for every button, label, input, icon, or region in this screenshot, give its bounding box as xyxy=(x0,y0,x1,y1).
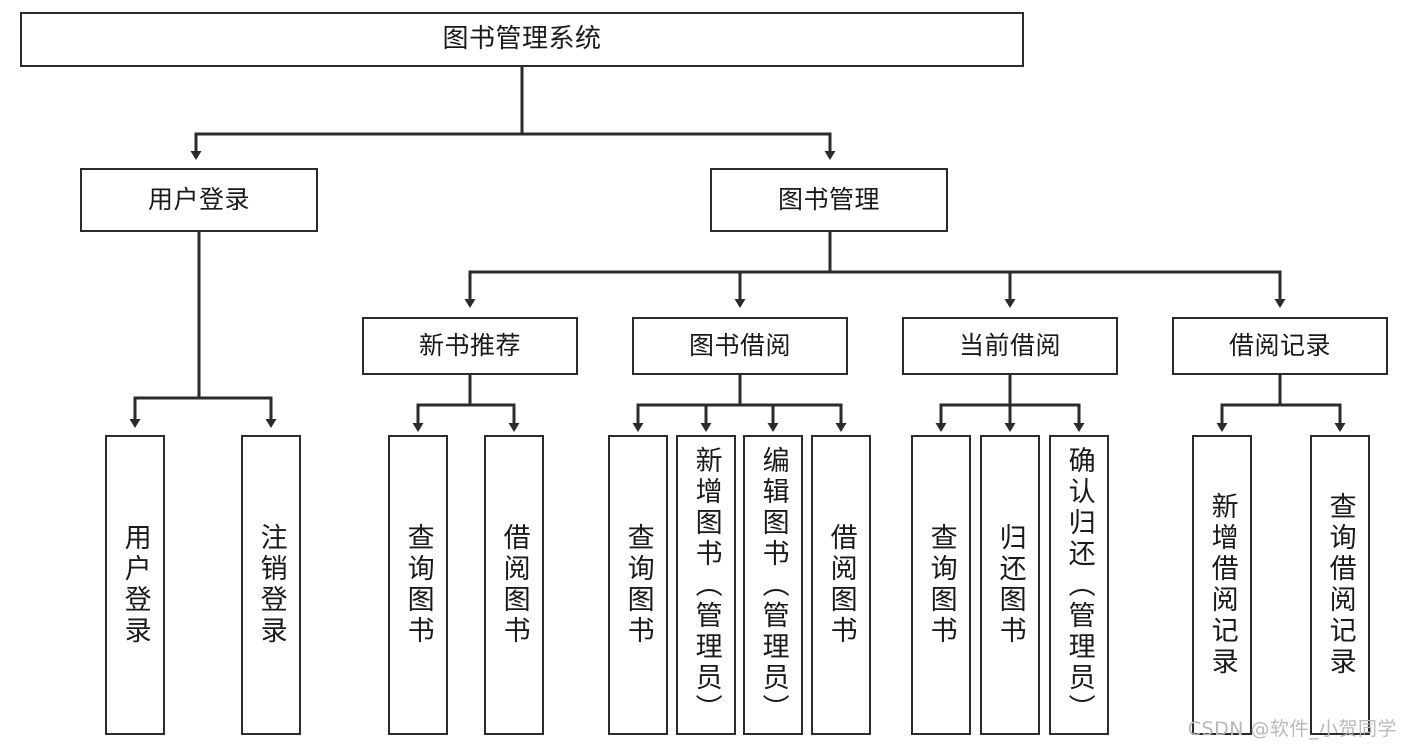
node-label: 新增图书（管理员） xyxy=(690,445,722,725)
node-label: 图书借阅 xyxy=(688,331,791,361)
node-label: 新书推荐 xyxy=(418,331,521,361)
node-leaf-user-login[interactable]: 用户登录 xyxy=(105,435,165,735)
node-label: 当前借阅 xyxy=(958,331,1061,361)
node-leaf-logout[interactable]: 注销登录 xyxy=(241,435,301,735)
node-label: 用户登录 xyxy=(147,185,250,215)
watermark-text: CSDN @软件_小贺同学 xyxy=(1187,718,1397,740)
node-current-borrow[interactable]: 当前借阅 xyxy=(902,317,1118,375)
node-leaf-confirm-return-admin[interactable]: 确认归还（管理员） xyxy=(1049,435,1109,735)
node-label: 图书管理 xyxy=(777,185,880,215)
node-leaf-edit-book-admin[interactable]: 编辑图书（管理员） xyxy=(743,435,803,735)
node-label: 确认归还（管理员） xyxy=(1063,445,1095,725)
node-label: 查询图书 xyxy=(402,523,434,647)
node-label: 图书管理系统 xyxy=(442,24,602,55)
node-leaf-return-book[interactable]: 归还图书 xyxy=(980,435,1040,735)
node-user-login[interactable]: 用户登录 xyxy=(80,168,318,232)
node-leaf-query-book-borrow[interactable]: 查询图书 xyxy=(608,435,668,735)
node-leaf-borrow-book[interactable]: 借阅图书 xyxy=(811,435,871,735)
node-label: 借阅图书 xyxy=(498,523,530,647)
node-root-library-system[interactable]: 图书管理系统 xyxy=(20,12,1024,67)
node-label: 查询图书 xyxy=(622,523,654,647)
node-leaf-query-book-recommend[interactable]: 查询图书 xyxy=(388,435,448,735)
node-new-book-recommend[interactable]: 新书推荐 xyxy=(362,317,578,375)
node-book-borrow[interactable]: 图书借阅 xyxy=(632,317,848,375)
node-leaf-add-book-admin[interactable]: 新增图书（管理员） xyxy=(676,435,736,735)
node-label: 借阅记录 xyxy=(1228,331,1331,361)
node-leaf-query-borrow-record[interactable]: 查询借阅记录 xyxy=(1310,435,1370,735)
node-leaf-borrow-book-recommend[interactable]: 借阅图书 xyxy=(484,435,544,735)
node-label: 新增借阅记录 xyxy=(1206,492,1238,678)
node-label: 归还图书 xyxy=(994,523,1026,647)
node-label: 借阅图书 xyxy=(825,523,857,647)
node-label: 查询借阅记录 xyxy=(1324,492,1356,678)
node-label: 编辑图书（管理员） xyxy=(757,445,789,725)
node-label: 查询图书 xyxy=(925,523,957,647)
node-label: 注销登录 xyxy=(255,523,287,647)
node-borrow-record[interactable]: 借阅记录 xyxy=(1172,317,1388,375)
node-book-management[interactable]: 图书管理 xyxy=(710,168,948,232)
node-leaf-add-borrow-record[interactable]: 新增借阅记录 xyxy=(1192,435,1252,735)
node-leaf-query-book-current[interactable]: 查询图书 xyxy=(911,435,971,735)
node-label: 用户登录 xyxy=(119,523,151,647)
